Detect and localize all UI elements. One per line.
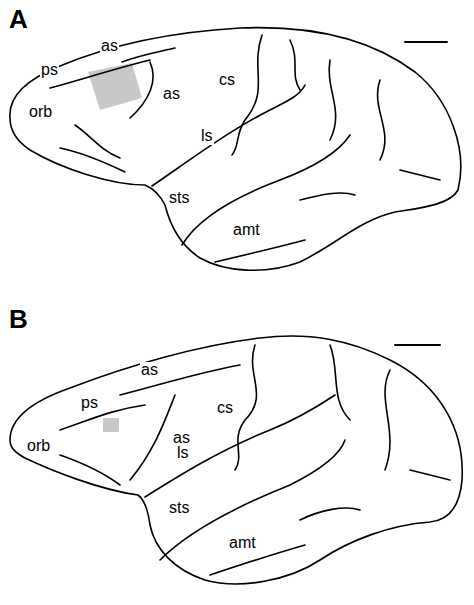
sulcus-label: cs — [218, 72, 236, 89]
sulcus — [210, 545, 305, 575]
sulcus — [300, 508, 360, 520]
sulcus-label: sts — [168, 500, 190, 517]
sulcus — [330, 345, 350, 420]
sulcus — [120, 365, 240, 395]
sulcus-label: ls — [176, 445, 190, 462]
sulcus — [329, 60, 336, 140]
sulcus — [290, 40, 300, 90]
sulcus — [50, 60, 150, 88]
panel-letter: B — [8, 306, 29, 333]
sulcus — [122, 48, 175, 62]
sulcus-label: orb — [26, 438, 51, 455]
sulcus — [130, 395, 175, 480]
sulcus — [235, 345, 257, 470]
scale-bar — [395, 344, 440, 346]
sulcus — [145, 395, 335, 497]
sulcus-label: ps — [40, 62, 59, 79]
sulcus-label: as — [140, 362, 159, 379]
sulcus-label: ps — [80, 395, 99, 412]
sulcus — [300, 193, 355, 200]
sulcus — [410, 470, 450, 480]
recording-area — [103, 418, 119, 432]
sulcus — [130, 62, 153, 118]
sulcus-label: cs — [216, 400, 234, 417]
sulcus-label: sts — [168, 190, 190, 207]
sulcus — [215, 240, 305, 262]
sulcus-label: amt — [228, 535, 257, 552]
sulcus — [378, 80, 385, 160]
sulcus-label: as — [100, 38, 119, 55]
sulcus — [60, 405, 145, 430]
brain-outline — [10, 336, 462, 584]
sulcus — [75, 125, 120, 158]
sulcus — [152, 85, 305, 186]
sulcus — [60, 455, 120, 485]
sulcus-label: as — [162, 86, 181, 103]
sulcus-label: amt — [232, 222, 261, 239]
sulcus — [385, 370, 390, 470]
brain-outline — [10, 28, 461, 271]
sulcus — [60, 148, 125, 172]
panel-letter: A — [8, 6, 29, 33]
sulcus — [160, 440, 345, 560]
sulcus — [232, 35, 262, 155]
sulcus-label: orb — [28, 104, 53, 121]
sulcus — [400, 170, 440, 180]
sulcus-label: ls — [200, 128, 214, 145]
sulcus — [182, 135, 350, 245]
scale-bar — [405, 41, 447, 43]
